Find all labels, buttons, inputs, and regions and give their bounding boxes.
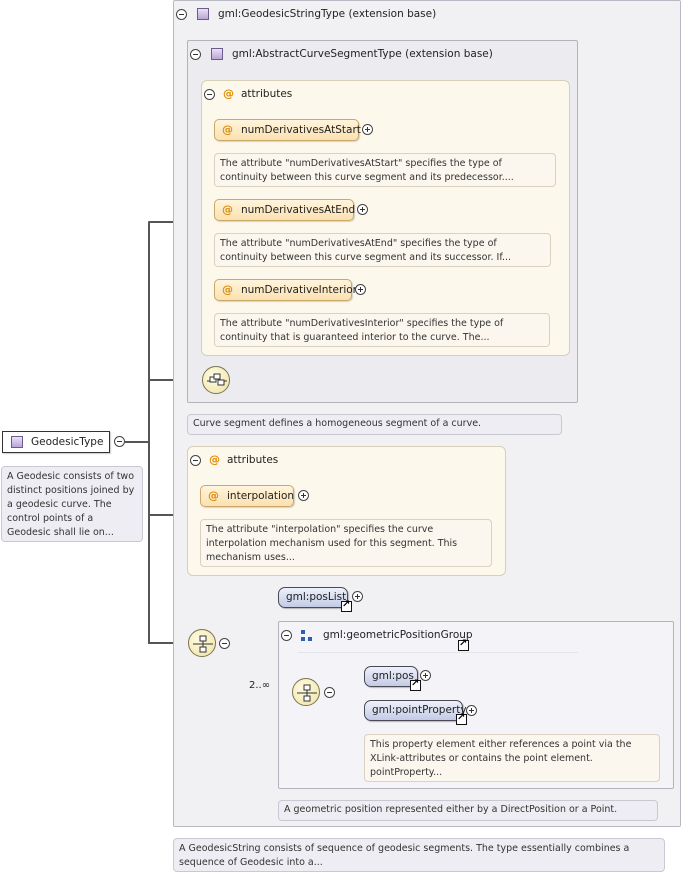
occurrence-label: 2..∞ (249, 680, 271, 691)
reference-icon (341, 599, 352, 612)
inner-attributes-title: attributes (241, 88, 293, 100)
group-icon (301, 630, 312, 641)
collapse-icon[interactable] (114, 436, 125, 447)
sequence-glyph (207, 373, 227, 386)
choice-glyph (297, 684, 317, 702)
attribute-numDerivativesAtStart[interactable]: @ numDerivativesAtStart (214, 119, 361, 141)
expand-icon[interactable] (352, 591, 363, 602)
collapse-icon[interactable] (190, 455, 201, 466)
collapse-icon[interactable] (190, 49, 201, 60)
type-icon (11, 436, 23, 448)
collapse-icon[interactable] (204, 89, 215, 100)
pos-element[interactable]: gml:pos (364, 666, 418, 687)
root-type-box[interactable]: GeodesicType (2, 431, 110, 453)
connector-root (125, 441, 149, 443)
expand-icon[interactable] (420, 670, 431, 681)
point-property-element[interactable]: gml:pointProperty (364, 700, 467, 721)
reference-icon (456, 712, 467, 725)
abstract-curve-segment-title: gml:AbstractCurveSegmentType (extension … (232, 48, 493, 60)
collapse-icon[interactable] (281, 630, 292, 641)
extension-base-title: gml:GeodesicStringType (extension base) (218, 8, 437, 20)
sequence-compositor-icon[interactable] (202, 366, 230, 394)
group-header-divider (298, 652, 578, 653)
attribute-name: numDerivativesAtStart (241, 124, 361, 136)
poslist-element[interactable]: gml:posList (278, 587, 348, 608)
attribute-interpolation[interactable]: @ interpolation (200, 485, 294, 507)
reference-icon (410, 678, 421, 691)
attribute-doc: The attribute "numDerivativesInterior" s… (214, 313, 550, 347)
expand-icon[interactable] (466, 705, 477, 716)
attribute-icon: @ (222, 123, 233, 136)
root-type-name: GeodesicType (31, 436, 104, 448)
geometric-position-group-doc: A geometric position represented either … (278, 800, 658, 821)
attribute-icon: @ (208, 489, 219, 502)
choice-compositor-icon[interactable] (292, 678, 320, 706)
attribute-icon: @ (209, 453, 220, 466)
root-type-doc: A Geodesic consists of two distinct posi… (1, 466, 143, 542)
connector-trunk (148, 222, 150, 643)
collapse-icon[interactable] (324, 687, 335, 698)
curve-segment-doc: Curve segment defines a homogeneous segm… (187, 414, 562, 435)
connector-attrs (148, 514, 188, 516)
attribute-name: interpolation (227, 490, 295, 502)
attribute-icon: @ (222, 203, 233, 216)
type-icon (211, 48, 223, 60)
attribute-icon: @ (222, 283, 233, 296)
attribute-doc: The attribute "interpolation" specifies … (200, 519, 492, 567)
choice-glyph (193, 635, 213, 653)
point-property-doc: This property element either references … (364, 734, 660, 782)
type-icon (197, 8, 209, 20)
expand-icon[interactable] (355, 284, 366, 295)
expand-icon[interactable] (298, 490, 309, 501)
reference-icon (458, 638, 469, 651)
collapse-icon[interactable] (219, 638, 230, 649)
collapse-icon[interactable] (176, 9, 187, 20)
connector-choice (148, 642, 190, 644)
choice-compositor-icon[interactable] (188, 629, 216, 657)
attribute-name: numDerivativesAtEnd (241, 204, 356, 216)
geometric-position-group-title: gml:geometricPositionGroup (323, 629, 473, 641)
attribute-doc: The attribute "numDerivativesAtEnd" spec… (214, 233, 551, 267)
geodesic-string-doc: A GeodesicString consists of sequence of… (173, 838, 665, 872)
attribute-numDerivativesAtEnd[interactable]: @ numDerivativesAtEnd (214, 199, 356, 221)
expand-icon[interactable] (362, 124, 373, 135)
expand-icon[interactable] (357, 204, 368, 215)
attribute-name: numDerivativeInterior (241, 284, 357, 296)
attribute-numDerivativeInterior[interactable]: @ numDerivativeInterior (214, 279, 357, 301)
attribute-icon: @ (223, 87, 234, 100)
attribute-doc: The attribute "numDerivativesAtStart" sp… (214, 153, 556, 187)
outer-attributes-title: attributes (227, 454, 279, 466)
